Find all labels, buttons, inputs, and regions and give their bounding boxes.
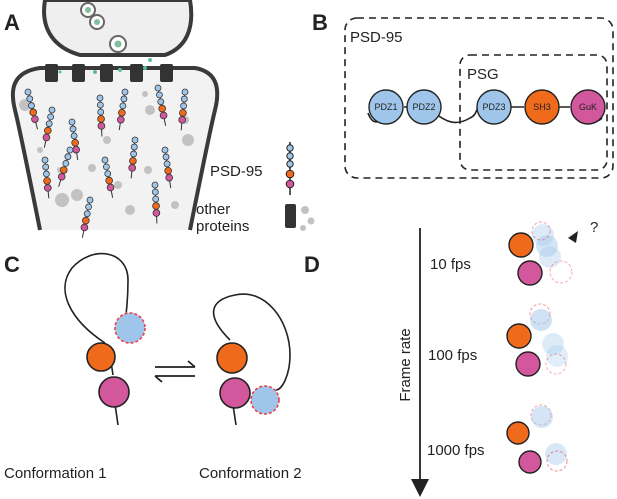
psd95-molecule bbox=[161, 146, 173, 189]
legend-other-proteins: other proteins bbox=[196, 201, 315, 235]
neurotransmitter bbox=[58, 58, 152, 74]
psg-box-label: PSG bbox=[467, 66, 499, 83]
psd95-molecule bbox=[24, 88, 39, 130]
psd95-box bbox=[344, 17, 614, 179]
legend-other-line2: proteins bbox=[196, 218, 249, 235]
psd95-molecule bbox=[117, 88, 129, 131]
rate-label-10: 10 fps bbox=[430, 256, 471, 273]
linker bbox=[367, 106, 603, 124]
psd95-molecule bbox=[96, 94, 106, 137]
legend-other-line1: other bbox=[196, 201, 230, 218]
psd95-molecule bbox=[41, 156, 52, 199]
psd95-molecules bbox=[24, 84, 189, 238]
psd95-molecule bbox=[68, 118, 80, 161]
rate-label-1000: 1000 fps bbox=[427, 442, 485, 459]
receptors bbox=[45, 64, 173, 82]
psd95-box-label: PSD-95 bbox=[350, 29, 403, 46]
rate-label-100: 100 fps bbox=[428, 347, 477, 364]
legend-psd95: PSD-95 bbox=[210, 142, 295, 195]
domain-label-pdz1: PDZ1 bbox=[374, 102, 397, 112]
domain-label-sh3: SH3 bbox=[533, 102, 551, 112]
frame-rate-axis-label: Frame rate bbox=[397, 328, 414, 401]
psd95-molecule bbox=[151, 181, 161, 224]
snapshot-1000fps bbox=[506, 404, 568, 474]
domain-label-pdz3: PDZ3 bbox=[482, 102, 505, 112]
panel-b: B PSD-95 PSG PDZ1 PDZ2 PDZ3 SH3 GuK bbox=[312, 10, 614, 179]
presynaptic-terminal bbox=[42, 0, 194, 57]
domain-pdz2 bbox=[406, 89, 442, 125]
conformation-1-label: Conformation 1 bbox=[4, 465, 107, 482]
panel-label-b: B bbox=[312, 10, 328, 35]
panel-label-d: D bbox=[304, 252, 320, 277]
domain-row: PDZ1 PDZ2 PDZ3 SH3 GuK bbox=[368, 89, 606, 125]
panel-a: A PSD-95 other proteins bbox=[4, 0, 315, 238]
legend-psd95-label: PSD-95 bbox=[210, 163, 263, 180]
snapshot-100fps bbox=[506, 303, 568, 377]
domain-pdz3 bbox=[476, 89, 512, 125]
psd95-molecule bbox=[80, 196, 94, 238]
domain-label-guk: GuK bbox=[579, 102, 597, 112]
psd95-molecule bbox=[57, 146, 74, 187]
postsynaptic-spine bbox=[10, 66, 220, 231]
conformation-2 bbox=[212, 293, 291, 426]
psg-box bbox=[459, 54, 608, 171]
snapshot-10fps: ? bbox=[508, 219, 598, 286]
conformation-2-label: Conformation 2 bbox=[199, 465, 302, 482]
psd95-molecule bbox=[42, 106, 56, 148]
equilibrium-arrows bbox=[154, 360, 196, 383]
conformation-1 bbox=[64, 252, 146, 426]
domain-pdz1 bbox=[368, 89, 404, 125]
panel-label-c: C bbox=[4, 252, 20, 277]
psd95-molecule bbox=[101, 156, 115, 198]
synaptic-vesicles bbox=[80, 2, 127, 53]
domain-sh3 bbox=[524, 89, 560, 125]
panel-label-a: A bbox=[4, 10, 20, 35]
domain-label-pdz2: PDZ2 bbox=[412, 102, 435, 112]
psd95-molecule bbox=[128, 136, 139, 179]
unknown-marker: ? bbox=[590, 219, 598, 236]
domain-guk bbox=[570, 89, 606, 125]
psd95-molecule bbox=[154, 84, 168, 126]
psd95-molecule bbox=[178, 88, 189, 131]
panel-d: D Frame rate 10 fps 100 fps 1000 fps ? bbox=[304, 219, 598, 497]
panel-c: C Conformation 1 Conformation 2 bbox=[4, 252, 302, 482]
